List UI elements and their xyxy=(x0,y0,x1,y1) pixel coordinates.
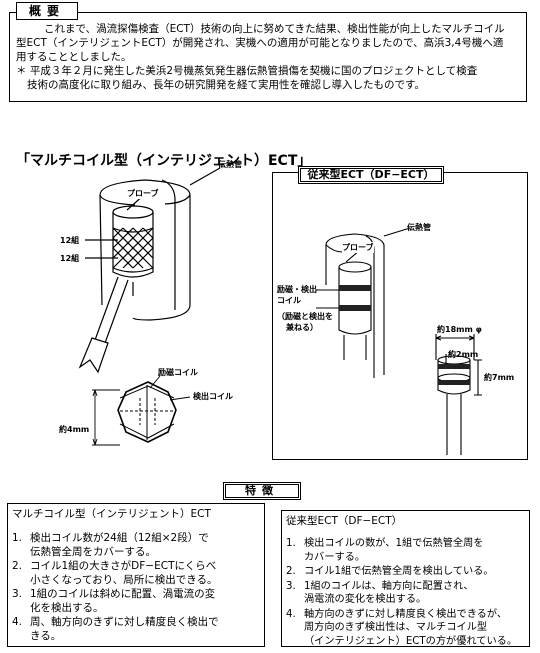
list-item: 1.検出コイル数が24組（12組×2段）で伝熱管全周をカバーする。 xyxy=(12,532,209,558)
dimension-7mm-label: 約7mm xyxy=(484,373,515,382)
conventional-features-list: 1.検出コイルの数が、1組で伝熱管全周をカバーする。 2.コイル1組で伝熱管全周… xyxy=(286,537,529,648)
list-item: 2.コイル1組で伝熱管全周を検出している。 xyxy=(286,566,494,577)
list-item: 4.周、軸方向のきずに対し精度良く検出できる。 xyxy=(12,616,219,642)
conventional-features-box: 従来型ECT（DF−ECT） 1.検出コイルの数が、1組で伝熱管全周をカバーする… xyxy=(281,510,530,647)
list-item: 2.コイル1組の大きさがDF−ECTにくらべ小さくなっており、局所に検出できる。 xyxy=(12,560,218,586)
overview-note-1: ＊ 平成３年２月に発生した美浜2号機蒸気発生器伝熱管損傷を契機に国のプロジェクト… xyxy=(16,65,478,77)
list-item: 4.軸方向のきずに対し精度良く検出できるが、周方向のきず検出性は、マルチコイル型… xyxy=(286,608,518,647)
excite-coil-label: 励磁コイル xyxy=(158,368,198,377)
left-group-label-a: 12組 xyxy=(60,236,80,245)
list-item: 1.検出コイルの数が、1組で伝熱管全周をカバーする。 xyxy=(286,538,484,563)
conventional-features-title: 従来型ECT（DF−ECT） xyxy=(286,515,403,527)
coil-label-1: 励磁・検出 xyxy=(277,285,317,294)
multicoil-probe-diagram xyxy=(78,167,221,446)
detect-coil-label: 検出コイル xyxy=(193,392,233,401)
right-tube-label: 伝熱管 xyxy=(407,223,431,232)
multicoil-features-box: マルチコイル型（インテリジェント）ECT 1.検出コイル数が24組（12組×2段… xyxy=(7,503,265,647)
multicoil-features-title: マルチコイル型（インテリジェント）ECT xyxy=(12,508,211,520)
overview-note-2: 技術の高度化に取り組み、長年の研究開発を経て実用性を確認し導入したものです。 xyxy=(27,79,425,91)
coil-note-2: 兼ねる） xyxy=(286,323,318,332)
coil-label-2: コイル xyxy=(277,296,301,305)
left-probe-label: プローブ xyxy=(127,188,159,199)
dimension-4mm-label: 約4mm xyxy=(59,425,90,434)
coil-note-1: （励磁と検出を xyxy=(277,312,333,321)
overview-line-2: 型ECT（インテリジェントECT）が開発され、実機への適用が可能となりましたので… xyxy=(16,37,504,49)
overview-line-1: これまで、渦流探傷検査（ECT）技術の向上に努めてきた結果、検出性能が向上したマ… xyxy=(44,23,505,35)
features-tag: 特徴 xyxy=(223,482,301,500)
left-tube-label: 伝熱管 xyxy=(218,160,242,169)
overview-tag: 概要 xyxy=(16,2,78,20)
dimension-2mm-label: 約2mm xyxy=(448,350,479,359)
overview-line-3: 用することとしました。 xyxy=(16,51,132,63)
list-item: 3.1組のコイルは、軸方向に配置され、渦電流の変化を検出する。 xyxy=(286,580,474,606)
right-probe-label: プローブ xyxy=(342,242,374,253)
conventional-ect-tag: 従来型ECT（DF−ECT） xyxy=(298,166,444,184)
left-diagram-title: 「マルチコイル型（インテリジェント）ECT」 xyxy=(16,153,312,169)
list-item: 3.1組のコイルは斜めに配置、渦電流の変化を検出する。 xyxy=(12,588,216,614)
multicoil-features-list: 1.検出コイル数が24組（12組×2段）で伝熱管全周をカバーする。 2.コイル1… xyxy=(12,532,264,643)
overview-box xyxy=(9,12,527,102)
dimension-18mm-label: 約18mm φ xyxy=(437,325,482,334)
left-group-label-b: 12組 xyxy=(60,254,80,263)
